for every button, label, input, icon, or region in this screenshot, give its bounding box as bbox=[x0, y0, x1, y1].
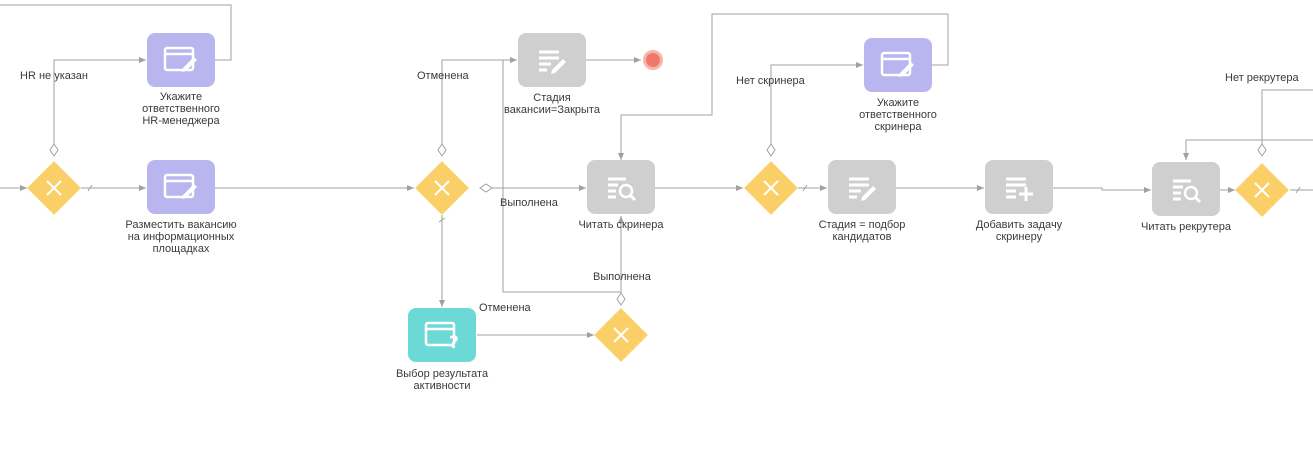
end-event[interactable] bbox=[643, 50, 663, 70]
flow-hr-not-set bbox=[53, 57, 146, 150]
default-flow-marker bbox=[438, 217, 446, 223]
flow-no-recruiter bbox=[1261, 89, 1313, 150]
flow-label-hr-not-set: HR не указан bbox=[20, 70, 88, 82]
task-stage-closed-label: Стадия вакансии=Закрыта bbox=[504, 92, 600, 116]
task-stage-selection-label: Стадия = подбор кандидатов bbox=[818, 219, 906, 243]
flow-label-no-recruiter: Нет рекрутера bbox=[1225, 72, 1299, 84]
flow-addtask-recruiter bbox=[1052, 187, 1151, 193]
default-flow-marker bbox=[87, 184, 93, 192]
task-stage-closed[interactable] bbox=[518, 33, 586, 87]
task-add-screener-task[interactable] bbox=[985, 160, 1053, 214]
task-hr-manager[interactable] bbox=[147, 33, 215, 87]
question-form-icon: ? bbox=[424, 321, 459, 350]
task-read-recruiter[interactable] bbox=[1152, 162, 1220, 216]
svg-text:?: ? bbox=[449, 333, 459, 350]
condition-marker bbox=[437, 143, 447, 157]
task-add-screener-task-label: Добавить задачу скринеру bbox=[975, 219, 1063, 243]
flow-cancelled-top bbox=[441, 57, 517, 150]
condition-marker bbox=[49, 143, 59, 157]
task-result-choice[interactable]: ? bbox=[408, 308, 476, 362]
task-screener-assign-label: Укажите ответственного скринера bbox=[859, 97, 937, 133]
task-read-screener[interactable] bbox=[587, 160, 655, 214]
task-stage-selection[interactable] bbox=[828, 160, 896, 214]
flow-label-done-mid: Выполнена bbox=[500, 197, 558, 209]
condition-marker bbox=[1257, 143, 1267, 157]
condition-marker bbox=[766, 143, 776, 157]
flow-no-screener bbox=[770, 62, 863, 148]
flow-label-cancelled-top: Отменена bbox=[417, 70, 469, 82]
task-publish-vacancy-label: Разместить вакансию на информационных пл… bbox=[125, 219, 237, 255]
flow-label-no-screener: Нет скринера bbox=[736, 75, 805, 87]
edit-form-icon bbox=[163, 173, 197, 199]
search-record-icon bbox=[1173, 179, 1202, 204]
task-screener-assign[interactable] bbox=[864, 38, 932, 92]
task-publish-vacancy[interactable] bbox=[147, 160, 215, 214]
flow-screener-loop bbox=[618, 13, 949, 160]
edit-record-icon bbox=[539, 50, 566, 74]
flow-recruiter-loop bbox=[1183, 139, 1313, 160]
edit-form-icon bbox=[163, 46, 197, 72]
task-hr-manager-label: Укажите ответственного HR-менеджера bbox=[142, 91, 220, 127]
default-flow-marker bbox=[802, 184, 808, 192]
search-record-icon bbox=[608, 177, 637, 202]
condition-marker bbox=[616, 292, 626, 306]
task-read-screener-label: Читать скринера bbox=[578, 219, 664, 231]
task-result-choice-label: Выбор результата активности bbox=[395, 368, 489, 392]
task-read-recruiter-label: Читать рекрутера bbox=[1141, 221, 1231, 233]
flow-label-cancelled-lower: Отменена bbox=[479, 302, 531, 314]
edit-form-icon bbox=[880, 51, 914, 77]
default-flow-marker bbox=[1295, 186, 1301, 194]
edit-record-icon bbox=[849, 177, 876, 201]
condition-marker bbox=[479, 183, 493, 193]
add-record-icon bbox=[1006, 177, 1033, 201]
flow-label-done-lower: Выполнена bbox=[593, 271, 651, 283]
flow-hr-loop bbox=[0, 4, 232, 61]
